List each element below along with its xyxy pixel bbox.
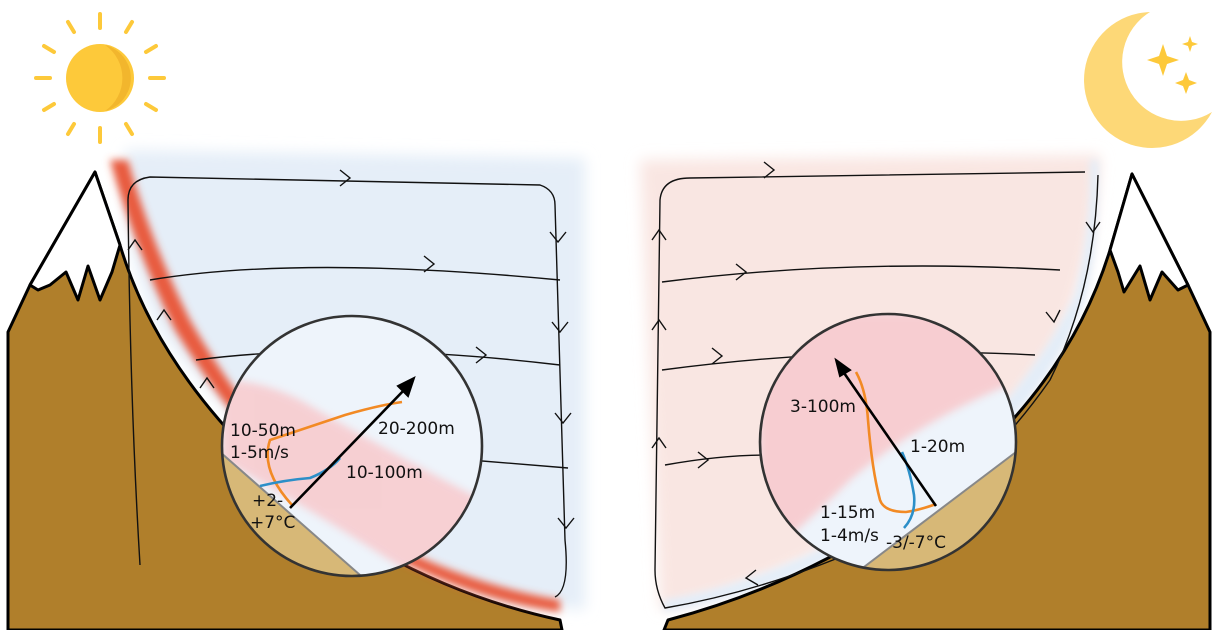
night-inset-circle: 3-100m 1-20m 1-15m 1-4m/s -3/-7°C (758, 312, 1018, 572)
night-panel: 3-100m 1-20m 1-15m 1-4m/s -3/-7°C (640, 12, 1212, 630)
night-height-arrowhead (834, 357, 852, 378)
night-layer-depth-label: 1-15m (820, 503, 875, 523)
day-height-arrowhead (396, 376, 416, 398)
sun-icon (34, 12, 166, 144)
day-snow-cap (28, 170, 122, 302)
day-orange-profile (266, 400, 403, 506)
day-temp-top-label: +2- (252, 491, 283, 511)
night-mid-depth-label: 1-20m (910, 437, 965, 457)
day-layer-speed-label: 1-5m/s (230, 443, 289, 463)
day-layer-depth-label: 10-50m (230, 421, 296, 441)
night-layer-speed-label: 1-4m/s (820, 526, 879, 546)
day-upper-depth-label: 20-200m (378, 419, 455, 439)
night-snow-cap (1108, 172, 1190, 302)
moon-stars-icon (1084, 12, 1212, 148)
day-mid-depth-label: 10-100m (346, 463, 423, 483)
day-temp-bottom-label: +7°C (250, 513, 295, 533)
night-temp-label: -3/-7°C (886, 533, 946, 553)
day-circulation-streamlines (127, 169, 575, 598)
night-upper-depth-label: 3-100m (790, 397, 856, 417)
day-panel: 10-50m 1-5m/s 20-200m 10-100m +2- +7°C (6, 12, 585, 630)
